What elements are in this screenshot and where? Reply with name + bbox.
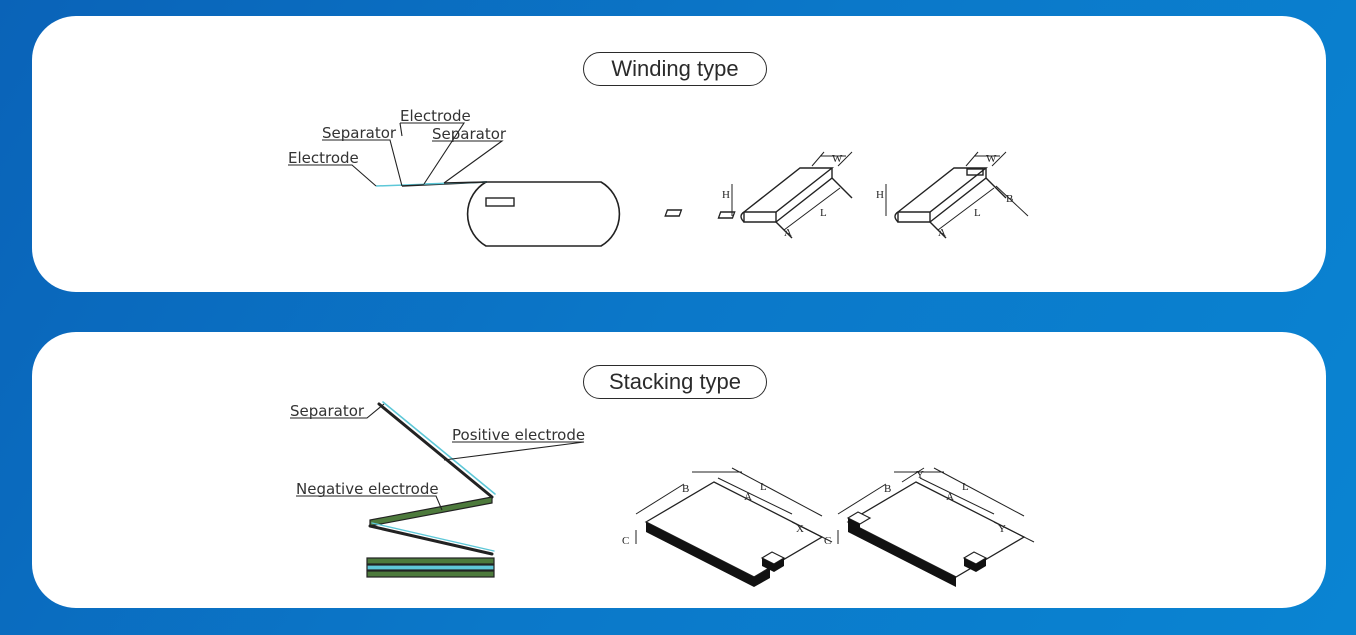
dim-h-2: H [876, 189, 884, 201]
dim-l-2: L [962, 481, 969, 493]
dim-x-1: X [796, 523, 804, 535]
dim-a-2: A [946, 491, 954, 503]
stacking-leaders [290, 403, 585, 511]
dim-l-1: L [820, 207, 827, 219]
dim-x-2: Y [998, 523, 1006, 535]
label-electrode-left: Electrode [288, 149, 359, 167]
label-separator-left: Separator [322, 124, 397, 142]
stacking-cell-2 [837, 467, 1035, 587]
dim-b-2: B [884, 483, 891, 495]
winding-diagram: Electrode Separator Electrode Separator … [288, 107, 1029, 247]
dim-w-1: W [832, 153, 843, 165]
label-separator: Separator [290, 402, 365, 420]
stacking-cell-1 [635, 467, 833, 587]
dim-y-2: Y [916, 469, 924, 481]
label-separator-right: Separator [432, 125, 507, 143]
label-negative-electrode: Negative electrode [296, 480, 439, 498]
winding-jelly-roll [466, 181, 621, 247]
dim-w-2: W [986, 153, 997, 165]
stacking-z-fold [366, 401, 496, 578]
stacking-type-panel: Stacking type Separator Positive electro… [32, 332, 1326, 608]
stacking-type-title: Stacking type [583, 365, 767, 399]
separator-layer-right [443, 181, 488, 184]
dim-h-1: H [722, 189, 730, 201]
winding-layers [375, 181, 488, 187]
dim-b-1: B [682, 483, 689, 495]
label-positive-electrode: Positive electrode [452, 426, 585, 444]
winding-type-panel: Winding type Electrode Separator Electro… [32, 16, 1326, 292]
winding-cell-2 [885, 151, 1029, 239]
dim-c-1: C [622, 535, 629, 547]
dim-a-2: A [938, 227, 946, 239]
stacking-diagram: Separator Positive electrode Negative el… [290, 401, 1035, 587]
dim-l-2: L [974, 207, 981, 219]
dim-l-1: L [760, 481, 767, 493]
dim-a-1: A [784, 227, 792, 239]
winding-cell-1 [664, 151, 853, 239]
label-electrode-top: Electrode [400, 107, 471, 125]
winding-leaders [288, 122, 504, 187]
dim-a-1: A [744, 491, 752, 503]
winding-type-title: Winding type [583, 52, 767, 86]
dim-b-2: B [1006, 193, 1013, 205]
dim-c-2: C [824, 535, 831, 547]
